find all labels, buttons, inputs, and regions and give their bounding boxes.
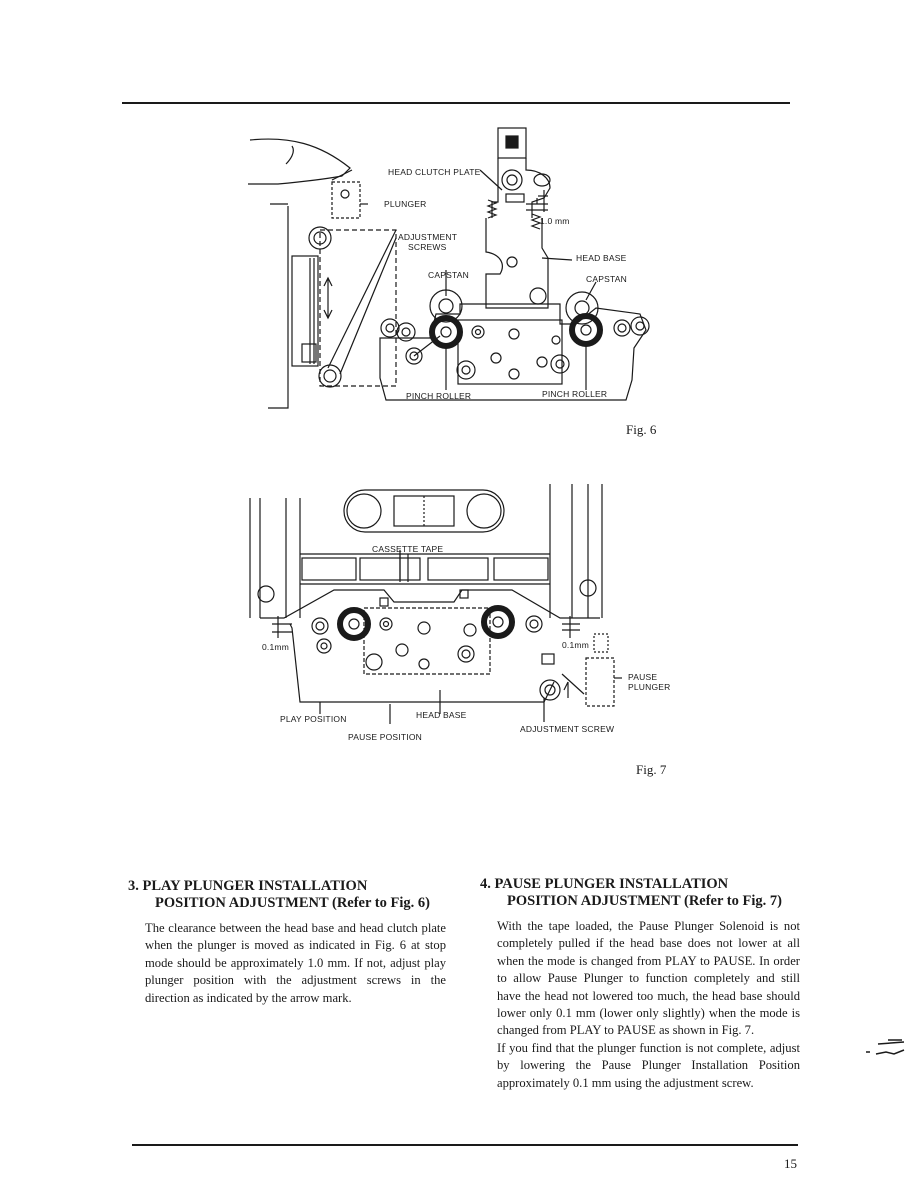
label-head-base: HEAD BASE xyxy=(416,710,467,720)
label-adjustment-screws-2: SCREWS xyxy=(408,242,447,252)
label-pause-plunger-2: PLUNGER xyxy=(628,682,671,692)
label-capstan-right: CAPSTAN xyxy=(586,274,627,284)
top-rule xyxy=(122,102,790,104)
label-adjustment-screws-1: ADJUSTMENT xyxy=(398,232,457,242)
page-number: 15 xyxy=(784,1156,797,1171)
section-4-number: 4. xyxy=(480,876,491,892)
section-3-title-line2: POSITION ADJUSTMENT (Refer to Fig. 6) xyxy=(155,895,430,911)
section-3-title-line1: PLAY PLUNGER INSTALLATION xyxy=(142,878,368,894)
label-cassette-tape: CASSETTE TAPE xyxy=(372,544,443,554)
label-gap-1mm: 1.0 mm xyxy=(540,216,570,226)
label-gap-left: 0.1mm xyxy=(262,642,289,652)
section-3-body: The clearance between the head base and … xyxy=(145,921,446,1005)
label-pinch-roller-right: PINCH ROLLER xyxy=(542,389,607,399)
section-4: 4. PAUSE PLUNGER INSTALLATION POSITION A… xyxy=(480,876,800,1092)
label-adjustment-screw: ADJUSTMENT SCREW xyxy=(520,724,614,734)
section-3-title: 3. PLAY PLUNGER INSTALLATION POSITION AD… xyxy=(128,878,446,912)
label-pinch-roller-left: PINCH ROLLER xyxy=(406,391,471,401)
figure-7-diagram: CASSETTE TAPE 0.1mm 0.1mm PAUSE PLUNGER … xyxy=(244,478,684,748)
figure-7-caption: Fig. 7 xyxy=(636,762,667,777)
section-3-number: 3. xyxy=(128,878,139,894)
figure-6-caption: Fig. 6 xyxy=(626,422,657,437)
label-head-base: HEAD BASE xyxy=(576,253,627,263)
bottom-rule xyxy=(132,1144,798,1146)
margin-scribble xyxy=(864,1036,908,1065)
section-4-title-line1: PAUSE PLUNGER INSTALLATION xyxy=(494,876,729,892)
label-plunger: PLUNGER xyxy=(384,199,427,209)
label-pause-position: PAUSE POSITION xyxy=(348,732,422,742)
section-4-title: 4. PAUSE PLUNGER INSTALLATION POSITION A… xyxy=(480,876,800,910)
section-3: 3. PLAY PLUNGER INSTALLATION POSITION AD… xyxy=(128,878,446,1007)
section-4-title-line2: POSITION ADJUSTMENT (Refer to Fig. 7) xyxy=(507,893,782,909)
label-play-position: PLAY POSITION xyxy=(280,714,347,724)
label-head-clutch-plate: HEAD CLUTCH PLATE xyxy=(388,167,481,177)
section-4-body-paragraph-2: If you find that the plunger function is… xyxy=(497,1040,800,1090)
label-gap-right: 0.1mm xyxy=(562,640,589,650)
label-capstan-left: CAPSTAN xyxy=(428,270,469,280)
label-pause-plunger-1: PAUSE xyxy=(628,672,657,682)
section-4-body-paragraph-1: With the tape loaded, the Pause Plunger … xyxy=(497,919,800,1038)
figure-6-diagram: HEAD CLUTCH PLATE PLUNGER ADJUSTMENT SCR… xyxy=(200,118,670,418)
